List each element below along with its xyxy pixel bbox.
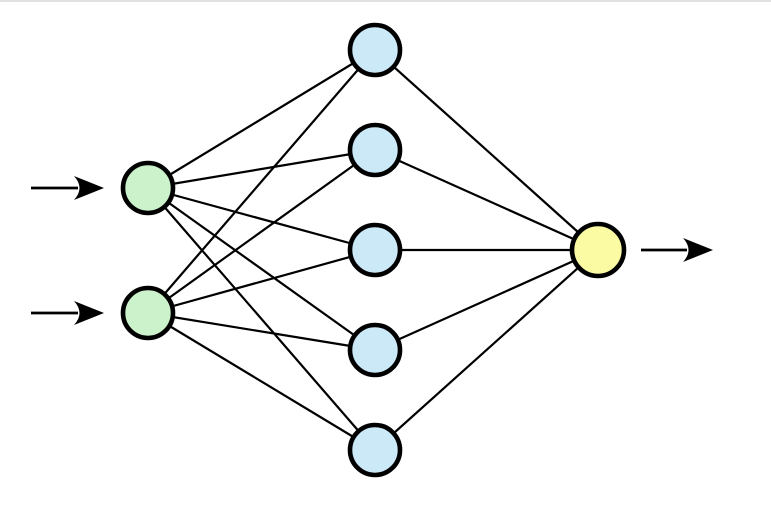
hidden-node bbox=[347, 22, 403, 78]
hidden-node bbox=[347, 122, 403, 178]
edge-line bbox=[147, 186, 376, 252]
edge-line bbox=[374, 248, 599, 352]
hidden-node bbox=[347, 422, 403, 478]
hidden-node bbox=[347, 222, 403, 278]
edge-line bbox=[147, 187, 376, 351]
input-node bbox=[120, 160, 176, 216]
edge-line bbox=[374, 49, 599, 251]
input-node bbox=[120, 285, 176, 341]
top-border-line bbox=[0, 0, 771, 2]
edge-line bbox=[147, 187, 376, 451]
edge-line bbox=[374, 148, 599, 252]
hidden-node bbox=[347, 322, 403, 378]
edge-line bbox=[147, 311, 376, 352]
edge-line bbox=[147, 49, 376, 189]
edge-line bbox=[147, 312, 376, 451]
edge-line bbox=[147, 248, 376, 315]
edge-line bbox=[147, 149, 376, 314]
output-arrow-head bbox=[683, 238, 713, 262]
output-node bbox=[569, 221, 627, 279]
edge-line bbox=[147, 148, 376, 190]
input-arrow-bottom-head bbox=[74, 301, 104, 325]
input-arrow-top-head bbox=[74, 176, 104, 200]
edge-line bbox=[374, 249, 599, 451]
edge-line bbox=[147, 49, 376, 314]
